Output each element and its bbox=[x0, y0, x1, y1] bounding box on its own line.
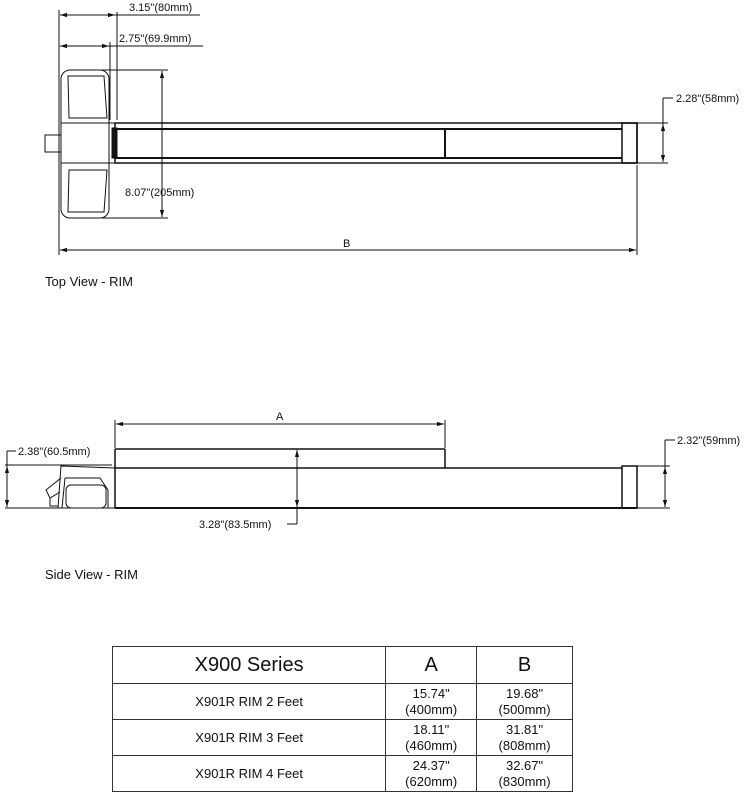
header-b: B bbox=[476, 646, 573, 684]
dim-side-bar-height: 2.32"(59mm) bbox=[677, 435, 740, 447]
model-cell: X901R RIM 3 Feet bbox=[111, 719, 387, 756]
dim-handle-width: 8.07"(205mm) bbox=[125, 187, 194, 199]
a-mm: (620mm) bbox=[405, 773, 458, 789]
side-view-handle bbox=[45, 465, 116, 509]
a-inches: 18.11" bbox=[413, 721, 450, 737]
table-row: X901R RIM 4 Feet 24.37"(620mm) 32.67"(83… bbox=[111, 755, 573, 792]
header-a: A bbox=[385, 646, 478, 684]
table-row: X901R RIM 3 Feet 18.11"(460mm) 31.81"(80… bbox=[111, 719, 573, 756]
dim-handle-height: 2.38"(60.5mm) bbox=[18, 446, 90, 458]
dimensions-table: X900 Series A B X901R RIM 2 Feet 15.74"(… bbox=[111, 646, 573, 792]
b-mm: (500mm) bbox=[498, 701, 551, 717]
top-view-title: Top View - RIM bbox=[45, 274, 133, 289]
top-view-handle bbox=[44, 69, 118, 219]
table-header-row: X900 Series A B bbox=[111, 646, 573, 684]
dim-overall-depth: 3.15"(80mm) bbox=[129, 2, 192, 14]
b-inches: 19.68" bbox=[505, 685, 544, 701]
dim-length-b: B bbox=[343, 238, 350, 250]
dim-step-height: 3.28"(83.5mm) bbox=[199, 519, 271, 531]
dim-handle-depth: 2.75"(69.9mm) bbox=[119, 33, 191, 45]
header-series: X900 Series bbox=[111, 646, 387, 684]
model-cell: X901R RIM 2 Feet bbox=[111, 683, 387, 720]
b-mm: (808mm) bbox=[498, 737, 551, 753]
a-cell: 15.74"(400mm) bbox=[385, 683, 478, 720]
side-view-bar bbox=[114, 448, 638, 509]
dim-top-bar-height: 2.28"(58mm) bbox=[676, 93, 739, 105]
b-cell: 19.68"(500mm) bbox=[476, 683, 573, 720]
side-view-title: Side View - RIM bbox=[45, 567, 138, 582]
b-mm: (830mm) bbox=[498, 773, 551, 789]
dim-section-a: A bbox=[276, 411, 284, 423]
top-view-bar bbox=[114, 122, 638, 164]
a-mm: (460mm) bbox=[405, 737, 458, 753]
a-inches: 24.37" bbox=[412, 757, 450, 773]
table-row: X901R RIM 2 Feet 15.74"(400mm) 19.68"(50… bbox=[111, 683, 573, 720]
b-cell: 32.67"(830mm) bbox=[476, 755, 573, 792]
a-mm: (400mm) bbox=[405, 701, 458, 717]
b-inches: 31.81" bbox=[505, 721, 544, 737]
a-cell: 18.11"(460mm) bbox=[385, 719, 478, 756]
b-cell: 31.81"(808mm) bbox=[476, 719, 573, 756]
a-cell: 24.37"(620mm) bbox=[385, 755, 478, 792]
model-cell: X901R RIM 4 Feet bbox=[111, 755, 387, 792]
a-inches: 15.74" bbox=[412, 685, 450, 701]
b-inches: 32.67" bbox=[505, 757, 544, 773]
